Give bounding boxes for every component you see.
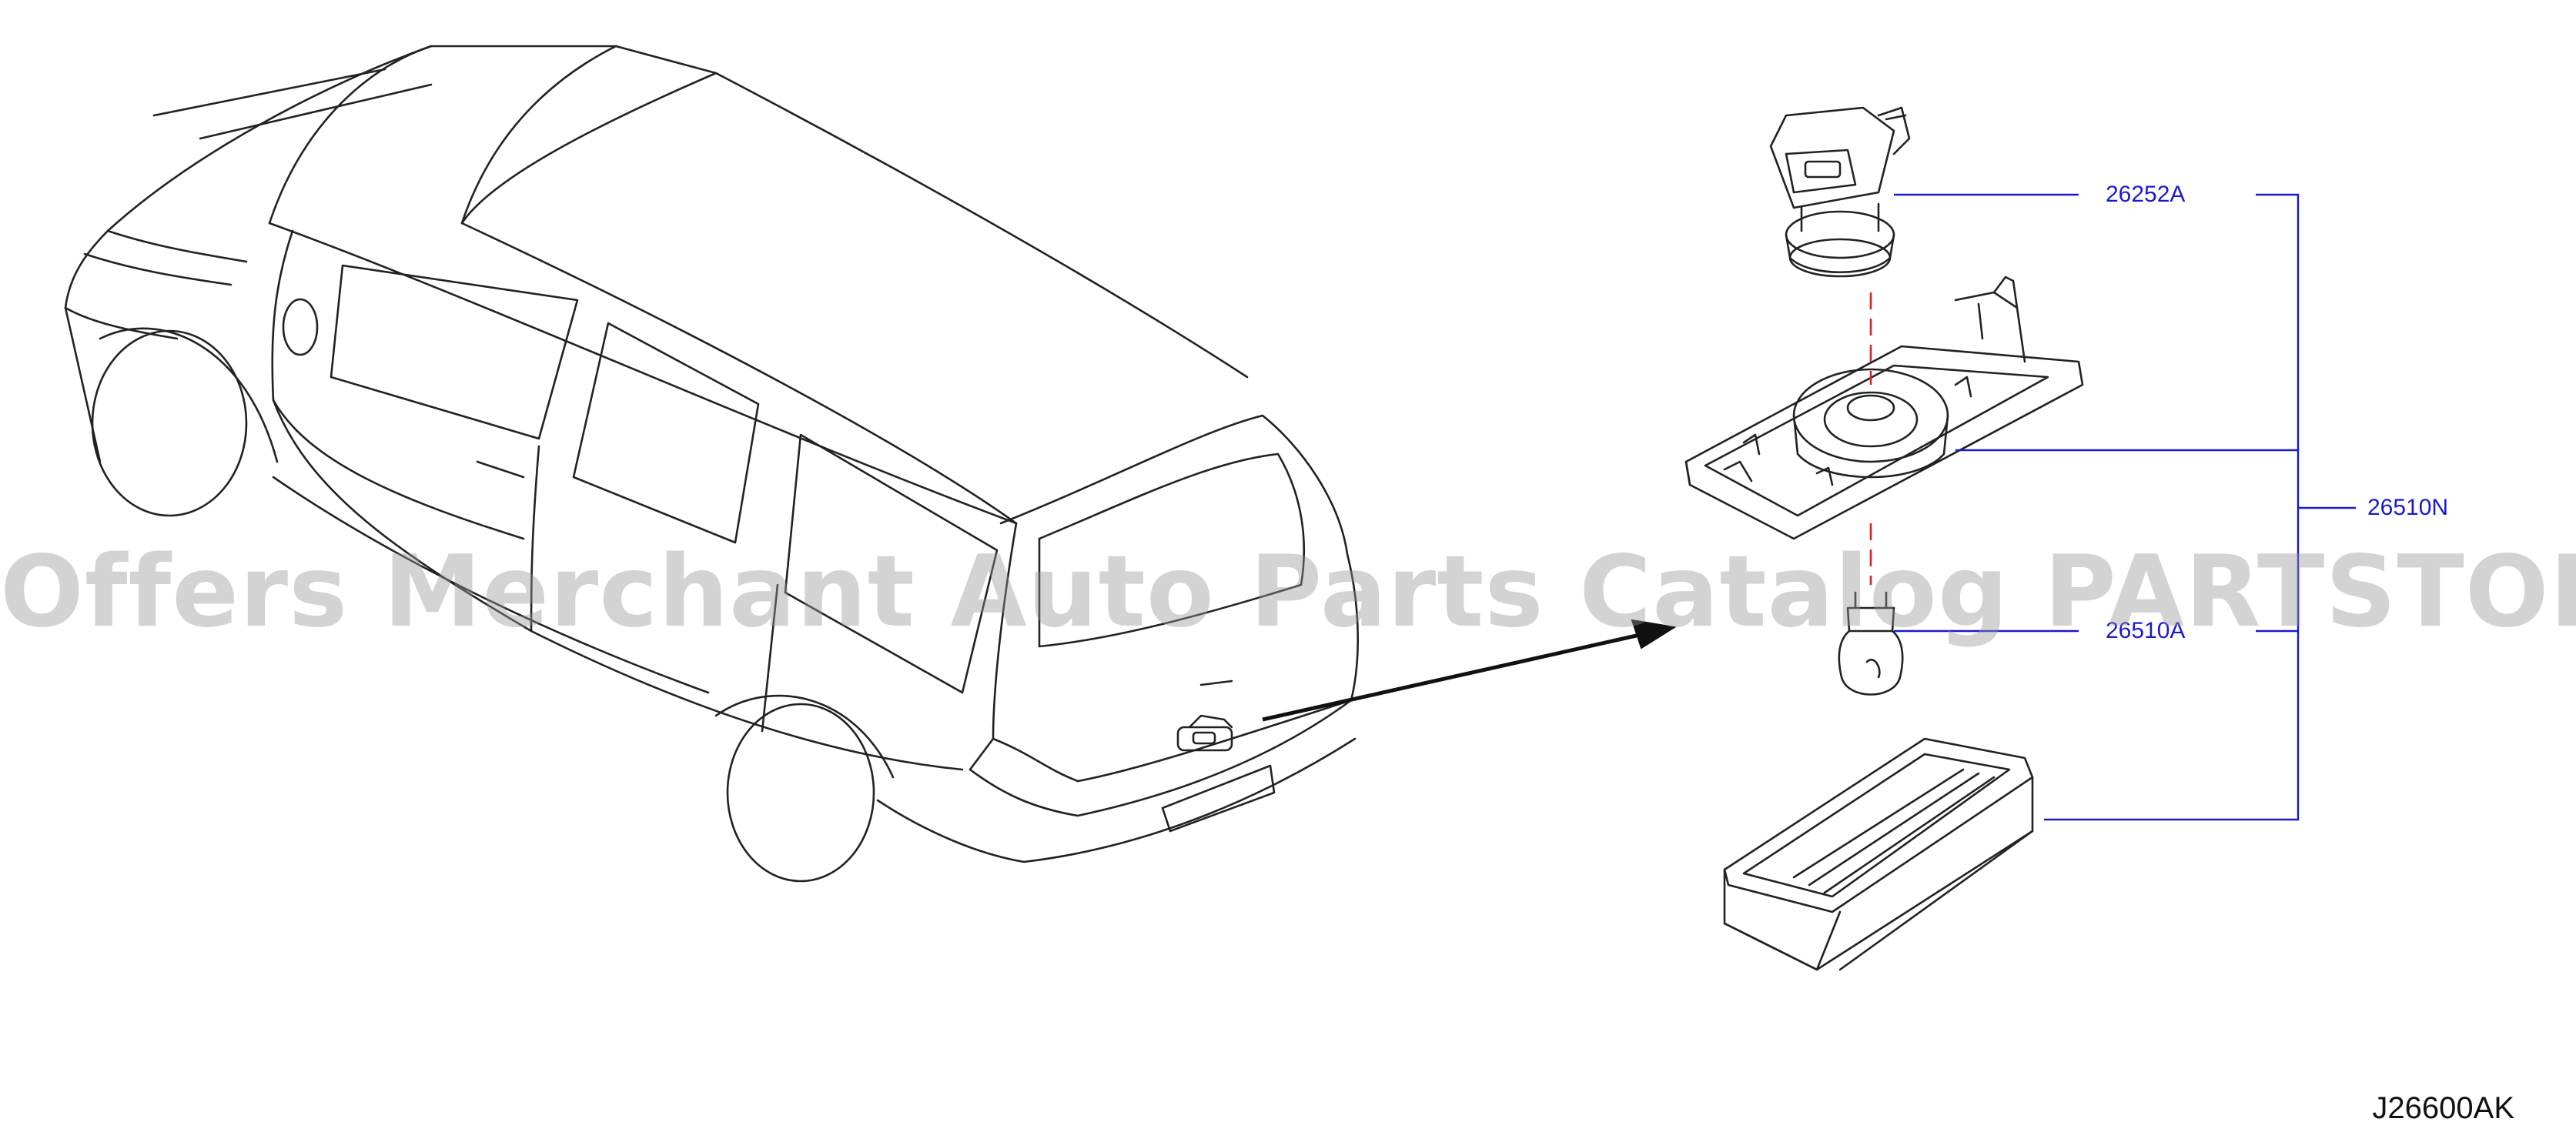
lamp-housing-part: [1684, 275, 2084, 540]
part-label-bulb[interactable]: 26510A: [2106, 618, 2186, 643]
bulb-part: [1838, 591, 1904, 696]
watermark-text: Offers Merchant Auto Parts Catalog PARTS…: [0, 535, 2576, 649]
socket-part: [1769, 106, 1911, 278]
vehicle-illustration: [64, 45, 1360, 883]
callout-lines: [1894, 193, 2356, 821]
pointer-arrow: [1262, 619, 1677, 722]
lamp-parts-exploded: [1684, 106, 2084, 971]
part-label-socket[interactable]: 26252A: [2106, 182, 2186, 207]
lens-part: [1723, 737, 2034, 971]
diagram-code: J26600AK: [2372, 1091, 2514, 1125]
part-label-lamp-assy[interactable]: 26510N: [2367, 495, 2449, 520]
